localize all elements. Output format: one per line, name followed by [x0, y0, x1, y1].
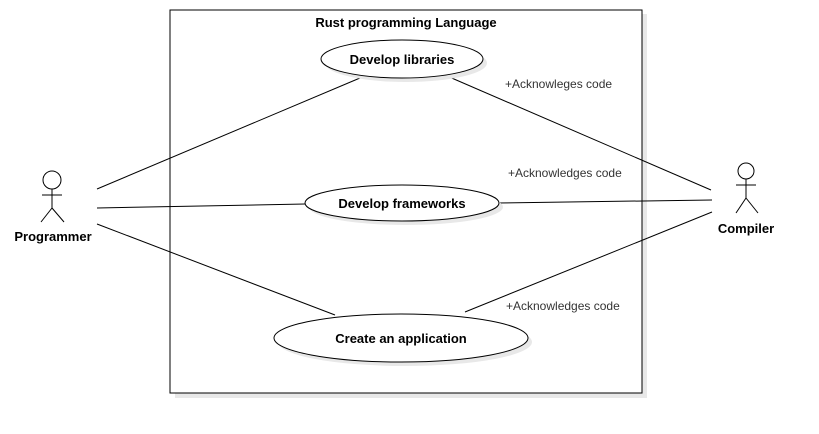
stick-figure-icon — [40, 170, 65, 223]
association-application-compiler — [464, 211, 713, 313]
use-case-develop-libraries[interactable]: Develop libraries — [320, 39, 487, 82]
actor-compiler[interactable]: Compiler — [718, 162, 774, 236]
use-case-develop-frameworks[interactable]: Develop frameworks — [304, 184, 503, 225]
stick-figure-icon — [735, 162, 759, 214]
actor-programmer[interactable]: Programmer — [14, 170, 92, 244]
associations — [96, 75, 713, 316]
system-title: Rust programming Language — [315, 15, 496, 30]
association-libraries-compiler — [446, 75, 712, 191]
association-programmer-application — [96, 223, 336, 316]
actor-label: Compiler — [718, 221, 774, 236]
association-programmer-frameworks — [96, 203, 306, 209]
use-case-label: Develop frameworks — [338, 196, 465, 211]
use-case-create-application[interactable]: Create an application — [273, 313, 532, 366]
use-case-label: Develop libraries — [350, 52, 455, 67]
association-label-libraries: +Acknowleges code — [505, 77, 612, 91]
association-label-frameworks: +Acknowledges code — [508, 166, 622, 180]
association-label-application: +Acknowledges code — [506, 299, 620, 313]
use-case-label: Create an application — [335, 331, 467, 346]
association-frameworks-compiler — [496, 199, 713, 204]
actor-label: Programmer — [14, 229, 91, 244]
association-programmer-libraries — [96, 77, 361, 190]
